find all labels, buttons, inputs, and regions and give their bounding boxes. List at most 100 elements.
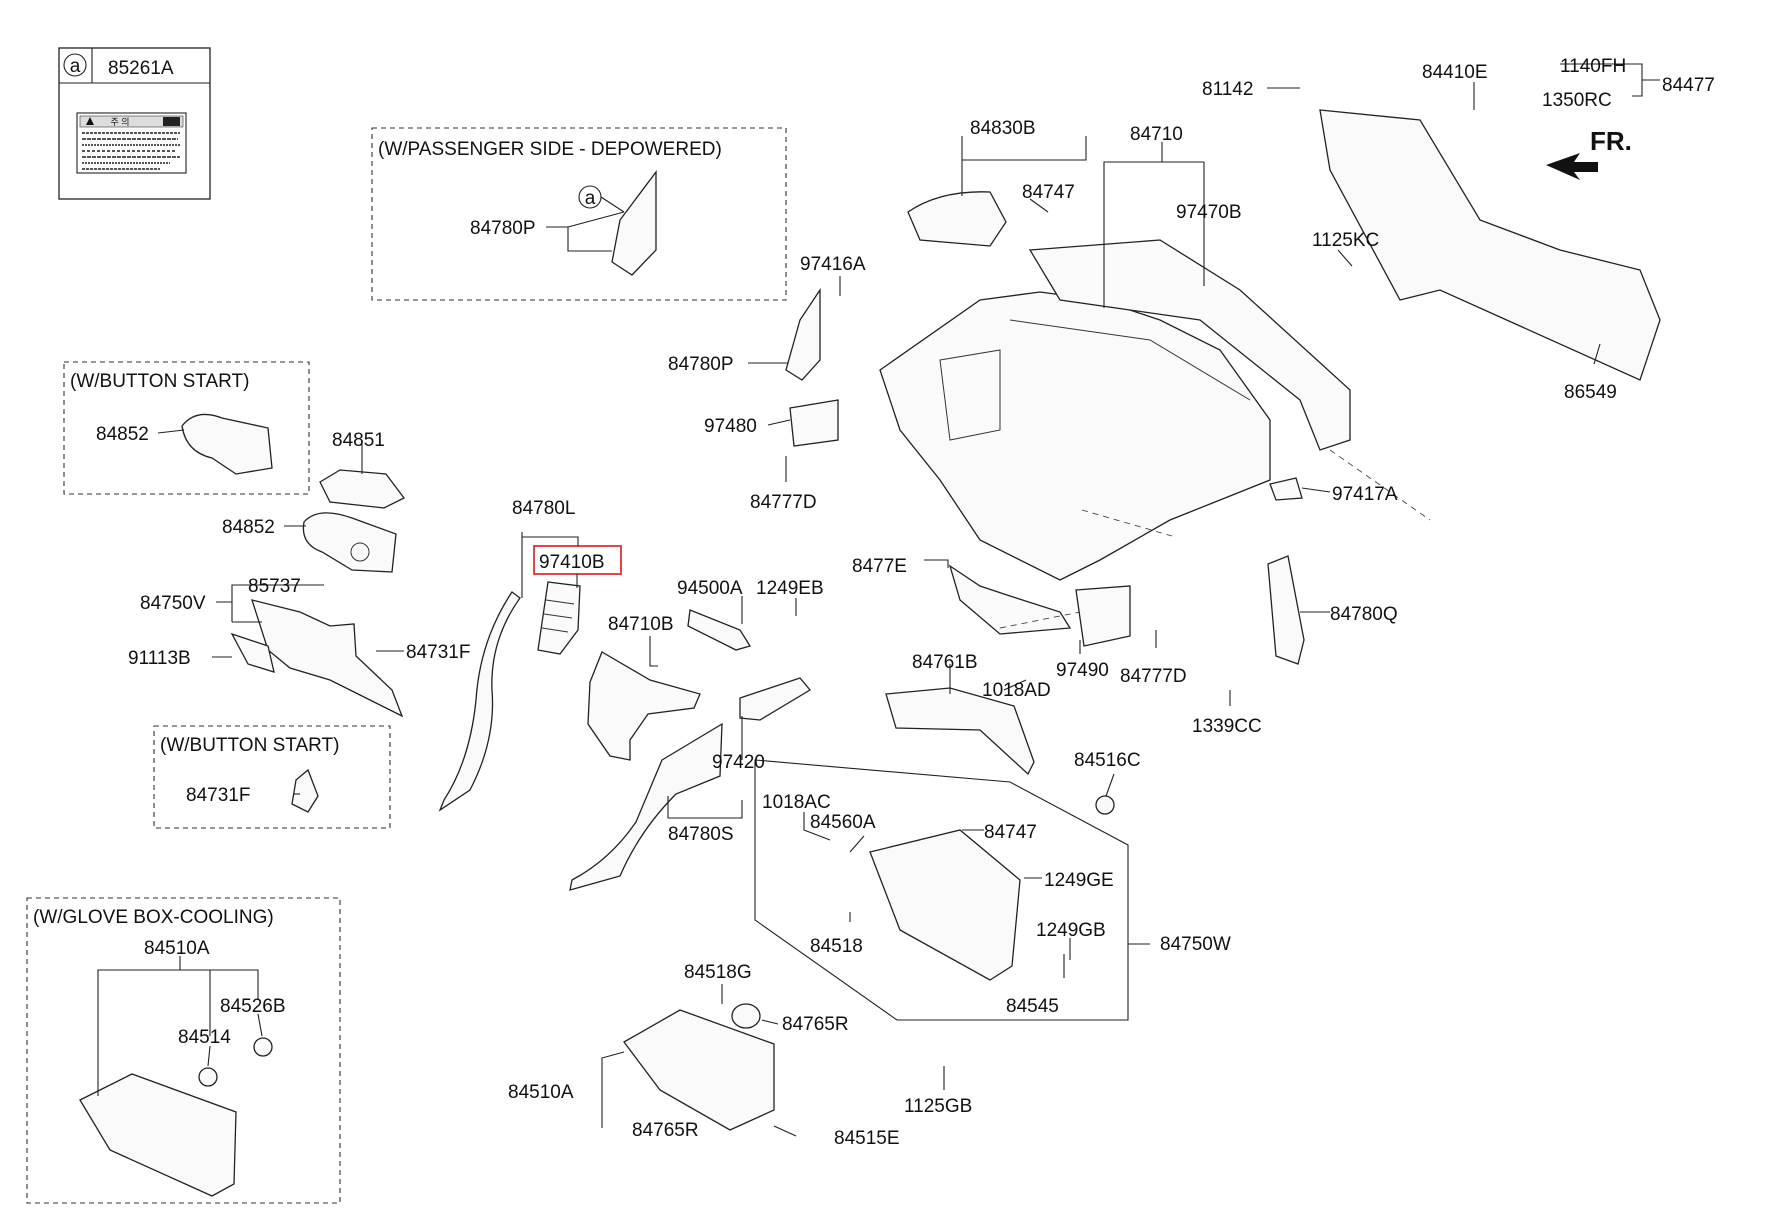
front-label: FR. [1590,126,1632,156]
group-box-passenger-depowered [371,127,787,301]
label-part-number: 85261A [108,58,174,79]
part-label-84830B[interactable]: 84830B [970,118,1036,139]
part-label-84545[interactable]: 84545 [1006,996,1059,1017]
part-label-84515E[interactable]: 84515E [834,1128,900,1149]
front-arrow-icon [1546,153,1598,180]
part-label-84477[interactable]: 84477 [1662,75,1715,96]
part-label-97480[interactable]: 97480 [704,416,757,437]
part-label-97417A[interactable]: 97417A [1332,484,1398,505]
vent-97420-drawing [739,677,811,721]
part-label-84780L[interactable]: 84780L [512,498,575,519]
part-label-84747-a[interactable]: 84747 [1022,182,1075,203]
part-label-1249GE[interactable]: 1249GE [1044,870,1114,891]
vent-97410B-drawing [537,581,581,655]
part-label-84852-b[interactable]: 84852 [222,517,275,538]
part-label-1125GB[interactable]: 1125GB [904,1096,972,1117]
part-label-84852-a[interactable]: 84852 [96,424,149,445]
cap-84765R-drawing [731,1003,761,1029]
cowl-cross-bar-drawing [1319,109,1661,381]
part-label-1018AD[interactable]: 1018AD [982,680,1051,701]
part-label-84761B[interactable]: 84761B [912,652,978,673]
highlighted-part-label[interactable]: 97410B [539,552,605,573]
part-label-1350RC[interactable]: 1350RC [1542,90,1612,111]
part-label-84765R-a[interactable]: 84765R [782,1014,849,1035]
glove-box-84510A-drawing [623,1009,775,1131]
part-label-84518[interactable]: 84518 [810,936,863,957]
bracket-8477E-drawing [948,564,1072,635]
part-label-1125KC[interactable]: 1125KC [1312,230,1379,251]
part-label-1249GB[interactable]: 1249GB [1036,920,1106,941]
part-label-84526B[interactable]: 84526B [220,996,286,1017]
part-label-86549[interactable]: 86549 [1564,382,1617,403]
side-garnish-left-drawing [438,591,521,812]
part-label-84750W[interactable]: 84750W [1160,934,1231,955]
part-label-1249EB[interactable]: 1249EB [756,578,824,599]
part-label-84780Q[interactable]: 84780Q [1330,604,1398,625]
group-box-button-start-2 [153,725,391,829]
valve-84526B-drawing [253,1037,273,1057]
group-box-button-start-1 [63,361,310,495]
leader-lines [97,63,1660,1137]
cover-84761B-drawing [885,687,1035,776]
part-label-84777D-a[interactable]: 84777D [750,492,817,513]
part-label-84710B[interactable]: 84710B [608,614,674,635]
glove-box-cooling-drawing [79,1073,237,1197]
part-label-84514[interactable]: 84514 [178,1027,231,1048]
part-label-1140FH[interactable]: 1140FH [1560,56,1626,77]
group-label-button-start-1: (W/BUTTON START) [70,371,249,392]
switch-94500A-drawing [687,609,752,651]
side-cover-depowered-drawing [611,170,657,276]
part-label-84560A[interactable]: 84560A [810,812,876,833]
part-label-91113B[interactable]: 91113B [128,648,191,669]
group-label-glove-box-cooling: (W/GLOVE BOX-COOLING) [33,907,274,928]
cover-84830B-drawing [907,191,1007,247]
part-label-84731F-a[interactable]: 84731F [406,642,470,663]
group-label-button-start-2: (W/BUTTON START) [160,735,339,756]
part-label-84780P-depowered[interactable]: 84780P [470,218,536,239]
part-label-84780S[interactable]: 84780S [668,824,734,845]
part-label-85737[interactable]: 85737 [248,576,301,597]
duct-97470B-drawing [1028,239,1351,451]
part-label-84747-b[interactable]: 84747 [984,822,1037,843]
part-label-84851[interactable]: 84851 [332,430,385,451]
group-box-glove-box-cooling [26,897,341,1204]
part-label-84777D-b[interactable]: 84777D [1120,666,1187,687]
part-label-1018AC[interactable]: 1018AC [762,792,831,813]
side-garnish-84780S-drawing [569,722,723,891]
glove-box-housing-drawing [869,829,1021,981]
part-label-84765R-b[interactable]: 84765R [632,1120,699,1141]
part-label-84780P[interactable]: 84780P [668,354,734,375]
shroud-upper-drawing [319,469,405,509]
vent-97417A-drawing [1269,477,1303,501]
part-label-84510A[interactable]: 84510A [508,1082,574,1103]
warning-label-text: 주 의 [110,117,129,127]
lower-crash-pad-drawing [251,599,404,718]
part-label-84510A-cooling[interactable]: 84510A [144,938,210,959]
part-label-84410E[interactable]: 84410E [1422,62,1488,83]
label-marker: a [70,56,81,77]
shroud-button-start-drawing [181,413,273,475]
main-crash-pad-drawing [879,291,1271,581]
side-cover-84780P-drawing [785,287,821,381]
part-label-84710[interactable]: 84710 [1130,124,1183,145]
part-label-97490[interactable]: 97490 [1056,660,1109,681]
center-fascia-drawing [587,651,701,761]
part-label-81142[interactable]: 81142 [1202,79,1253,100]
part-label-84516C[interactable]: 84516C [1074,750,1141,771]
part-label-97470B[interactable]: 97470B [1176,202,1242,223]
part-label-8477E[interactable]: 8477E [852,556,907,577]
cover-84780Q-drawing [1267,555,1305,665]
part-label-94500A[interactable]: 94500A [677,578,743,599]
stopper-84516C-drawing [1095,795,1115,815]
vent-97480-drawing [789,399,839,447]
part-label-1339CC[interactable]: 1339CC [1192,716,1262,737]
valve-84514-drawing [198,1067,218,1087]
part-label-97420[interactable]: 97420 [712,752,765,773]
part-label-97416A[interactable]: 97416A [800,254,866,275]
part-label-84731F-b[interactable]: 84731F [186,785,250,806]
vent-97490-drawing [1075,585,1131,647]
part-label-84518G[interactable]: 84518G [684,962,752,983]
glove-box-assembly-outline [754,759,1129,1021]
part-label-84750V[interactable]: 84750V [140,593,206,614]
